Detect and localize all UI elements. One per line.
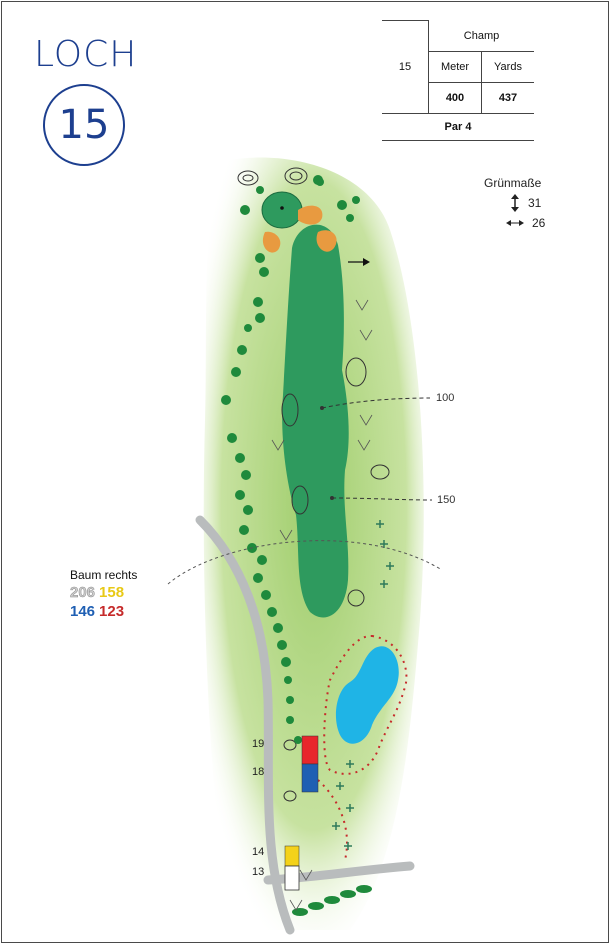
- scorecard-table: 15 Champ Meter Yards 400 437 Par 4: [382, 20, 534, 141]
- mound-2b: [289, 171, 303, 181]
- hole-number-circle: 15: [43, 84, 125, 166]
- mound-4: [281, 393, 299, 427]
- tee-label-14: 14: [252, 846, 265, 858]
- tree-dist-blue: 146: [70, 603, 96, 620]
- bunker-1: [298, 205, 323, 225]
- mound-3: [345, 357, 367, 387]
- tree-label: Baum rechts: [70, 568, 138, 582]
- green: [261, 191, 303, 229]
- tee-white: [284, 865, 300, 891]
- flag: [280, 206, 284, 210]
- tee-red: [301, 735, 319, 765]
- baum-arc: [167, 540, 443, 585]
- vertical-double-arrow-icon: [511, 194, 519, 212]
- scorecard-par: Par 4: [382, 112, 534, 141]
- distance-100: 100: [436, 392, 455, 404]
- green-dimensions: Grünmaße 31 26: [484, 176, 545, 230]
- tee-label-18: 18: [252, 766, 265, 778]
- water-hazard: [335, 646, 399, 744]
- mound-8: [283, 739, 297, 751]
- tee-label-19: 19: [252, 738, 265, 750]
- tree-dist-red: 123: [99, 603, 125, 620]
- tee-blue: [301, 763, 319, 793]
- tree-dist-yellow: 158: [99, 584, 125, 601]
- green-depth: 31: [528, 196, 542, 210]
- scorecard-tee-name: Champ: [428, 20, 534, 52]
- mound-9: [283, 790, 297, 802]
- scorecard-meter-header: Meter: [428, 50, 482, 83]
- distance-line-150: [331, 497, 433, 501]
- mound-1b: [242, 174, 254, 182]
- mound-1: [237, 170, 259, 186]
- distance-150: 150: [437, 494, 456, 506]
- tee-yellow: [284, 845, 300, 867]
- fairway: [282, 224, 349, 618]
- tee-label-13: 13: [252, 866, 265, 878]
- cart-path: [195, 515, 295, 935]
- hole-label: LOCH: [34, 34, 138, 75]
- scorecard-hole: 15: [382, 20, 429, 114]
- green-width: 26: [532, 216, 546, 230]
- bunker-3: [316, 230, 337, 252]
- bunker-2: [262, 231, 281, 253]
- cart-path-lower: [263, 861, 415, 885]
- mound-2: [284, 167, 308, 185]
- hole-number: 15: [58, 102, 110, 148]
- mound-5: [370, 464, 390, 480]
- mound-7: [347, 589, 365, 607]
- hazard-line-2: [317, 779, 348, 861]
- horizontal-double-arrow-icon: [506, 220, 524, 226]
- green-dimensions-title: Grünmaße: [484, 176, 542, 190]
- distance-line-100: [321, 397, 431, 409]
- mound-6: [291, 485, 309, 515]
- tree-dist-white: 206: [70, 584, 96, 602]
